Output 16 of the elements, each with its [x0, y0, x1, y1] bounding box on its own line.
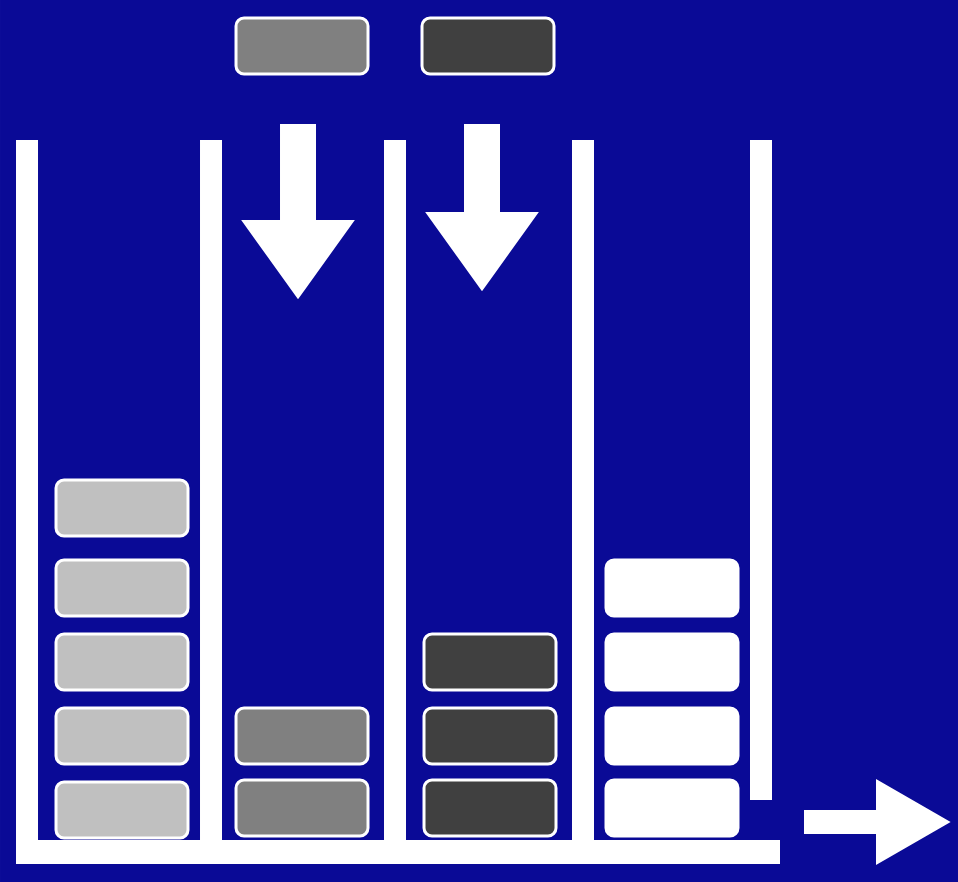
block: [422, 706, 558, 766]
block: [54, 780, 190, 840]
block: [234, 16, 370, 76]
block: [54, 632, 190, 692]
block: [604, 706, 740, 766]
block: [422, 778, 558, 838]
block: [54, 478, 190, 538]
block: [234, 778, 370, 838]
block: [422, 632, 558, 692]
block: [54, 706, 190, 766]
block: [604, 778, 740, 838]
block: [604, 632, 740, 692]
block: [54, 558, 190, 618]
block: [234, 706, 370, 766]
block: [604, 558, 740, 618]
block: [420, 16, 556, 76]
